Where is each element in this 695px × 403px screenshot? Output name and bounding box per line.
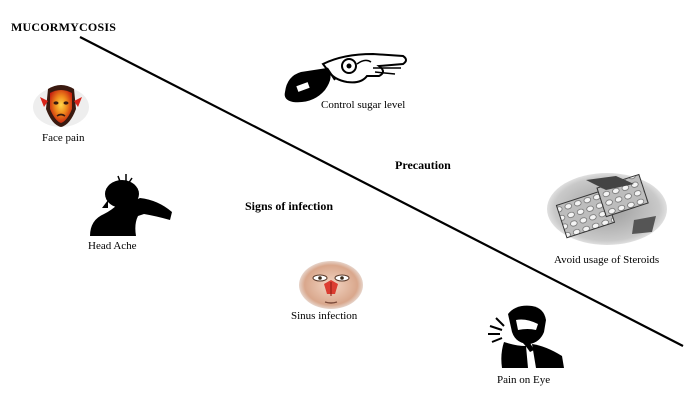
headache-icon [90,174,172,236]
divider-line [79,36,684,347]
pain-on-eye-label: Pain on Eye [497,374,551,386]
control-sugar-label: Control sugar level [321,99,406,111]
eye-pain-icon [488,305,564,368]
glucometer-icon [284,52,407,103]
sinus-infection-label: Sinus infection [291,310,358,322]
precaution-heading: Precaution [395,158,451,172]
signs-of-infection-heading: Signs of infection [245,199,334,213]
face-pain-icon [33,85,89,127]
diagram-title: MUCORMYCOSIS [11,20,117,34]
face-pain-label: Face pain [42,132,85,144]
headache-label: Head Ache [88,240,137,252]
sinus-infection-icon [299,261,363,309]
avoid-steroids-label: Avoid usage of Steroids [554,254,660,266]
pills-icon [547,173,667,245]
